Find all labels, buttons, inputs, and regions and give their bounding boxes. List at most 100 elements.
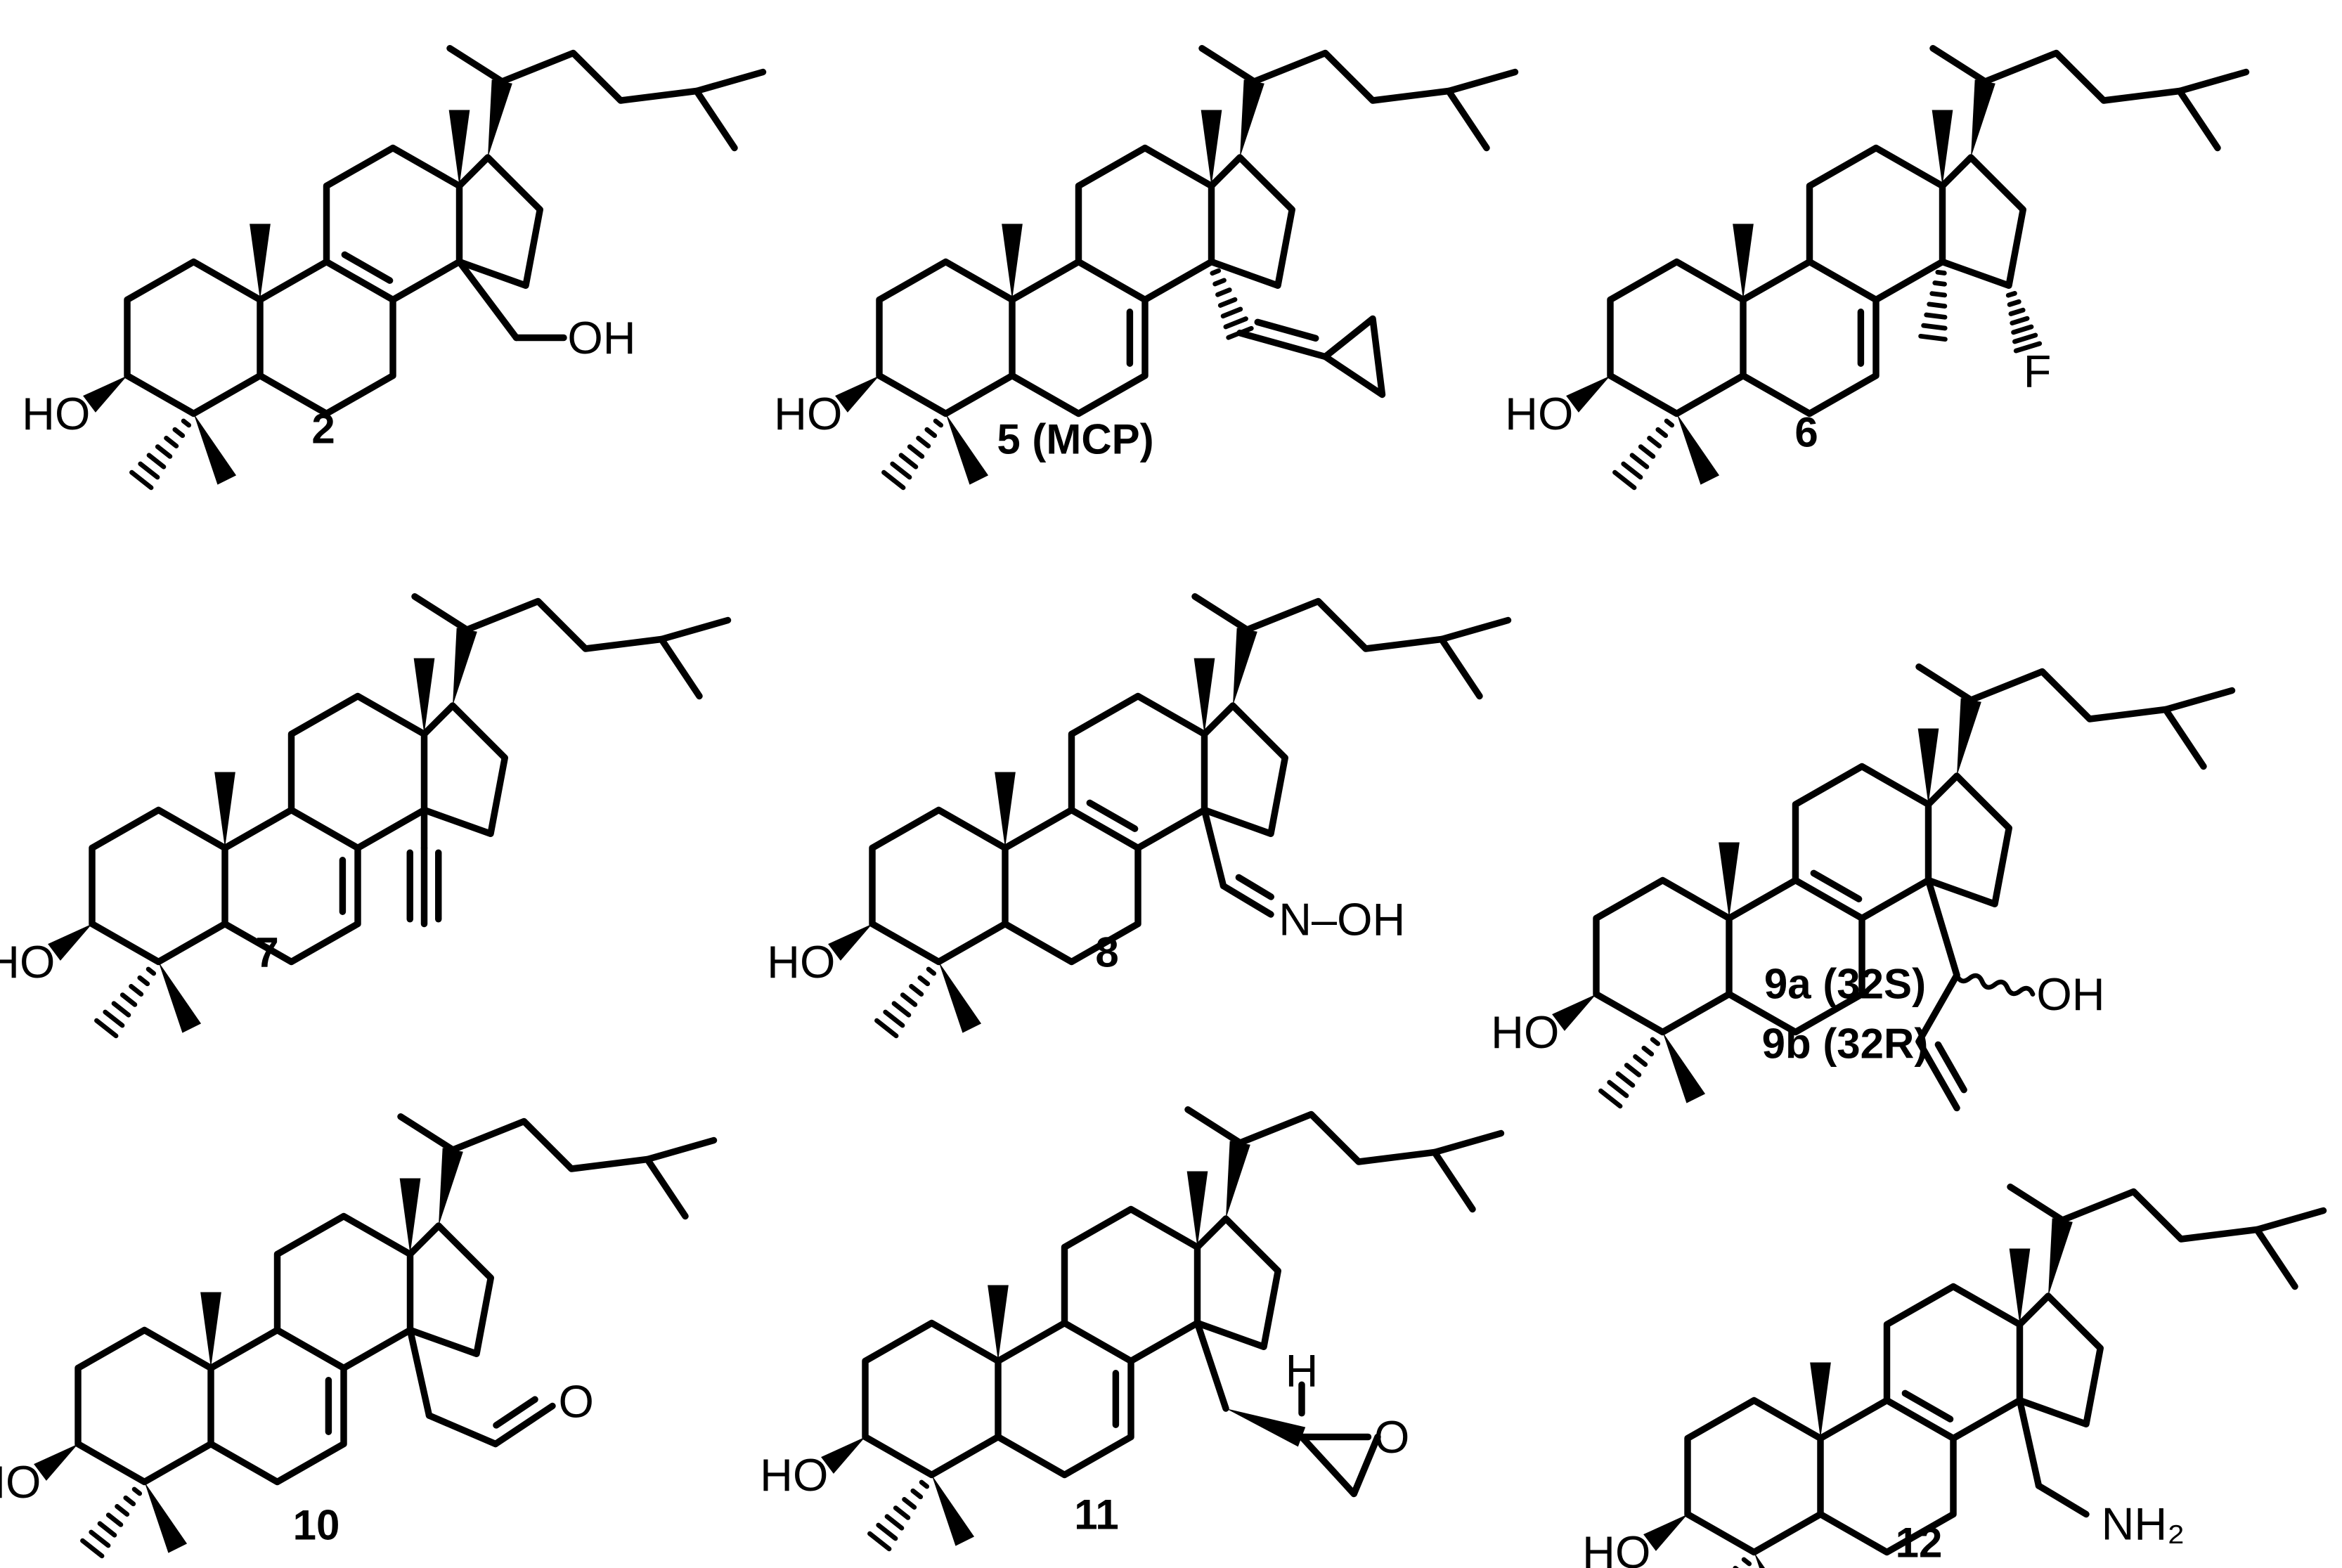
c14-vinyl-hash: [1210, 268, 1254, 340]
c4-alpha-methyl: [1612, 418, 1675, 491]
ring-c: [1792, 763, 1932, 922]
delta-8-9-bond: [1901, 1389, 1954, 1423]
ring-a: [862, 1319, 1002, 1479]
c19-methyl: [1719, 842, 1740, 919]
c19-methyl: [1810, 1362, 1831, 1439]
c19-methyl: [214, 772, 235, 848]
c15-f-hash: [2005, 290, 2043, 354]
ring-d: [1201, 702, 1288, 837]
ring-c: [273, 1212, 414, 1372]
c4-beta-methyl: [945, 413, 989, 485]
c4-alpha-methyl: [1733, 1557, 1752, 1568]
side-chain-terminal: [693, 68, 767, 95]
compound-label-2-c9: 9b (32R): [1762, 1021, 1929, 1068]
c4-beta-methyl: [1662, 1032, 1706, 1103]
ring-a: [1607, 258, 1747, 417]
hydroxyl-3-label: HO: [0, 936, 55, 987]
epoxide-o-label: O: [1374, 1411, 1409, 1463]
c4-beta-methyl: [1754, 1552, 1766, 1568]
hydroxyl-32-label: OH: [567, 312, 635, 363]
vinyl-terminal: [1915, 1038, 1960, 1112]
side-chain: [1915, 663, 2207, 770]
c20-bond: [1240, 79, 1264, 158]
compound-structure-c8: HO N–OH: [767, 593, 1512, 1039]
side-chain-terminal: [644, 1136, 718, 1163]
compound-label-c6: 6: [1794, 409, 1818, 456]
oh-wedge: [83, 375, 127, 413]
oh-wedge: [1552, 994, 1596, 1031]
oh-wedge: [1643, 1514, 1688, 1551]
c19-methyl: [200, 1292, 221, 1368]
c4-beta-methyl: [931, 1475, 975, 1546]
hydroxyl-3-label: HO: [767, 936, 835, 987]
c18-methyl: [1932, 110, 1953, 186]
cho-bond: [492, 1402, 556, 1448]
ring-c: [1075, 144, 1215, 304]
oh-wedge: [835, 375, 879, 413]
c18-methyl: [413, 658, 435, 734]
ring-b: [257, 258, 396, 417]
c20-bond: [1957, 698, 1981, 776]
vinyl-bond: [1915, 971, 1960, 1045]
delta-8-9-bond: [1810, 869, 1863, 902]
oh-wedge: [1566, 375, 1610, 413]
oh-wedge: [828, 924, 872, 961]
hydroxyl-3-label: HO: [1505, 388, 1573, 439]
c14-ch2-bond: [1193, 1319, 1229, 1412]
side-chain: [411, 593, 703, 700]
compound-label-c7: 7: [255, 929, 278, 976]
ring-d: [455, 154, 543, 289]
c20-bond: [1971, 79, 1995, 158]
oh-wedge: [821, 1437, 865, 1474]
ring-b: [207, 1326, 347, 1486]
ring-b: [1009, 258, 1149, 417]
c20-bond: [1226, 1141, 1250, 1219]
c14-methyl-hash: [1918, 269, 1948, 342]
c4-alpha-methyl: [874, 966, 937, 1039]
side-chain-terminal: [1438, 616, 1512, 643]
ring-a: [75, 1326, 214, 1486]
compound-label-c5: 5 (MCP): [997, 416, 1153, 463]
c4-beta-methyl: [193, 413, 237, 485]
ring-b: [1740, 258, 1880, 417]
c4-alpha-methyl: [881, 418, 944, 491]
side-chain: [1929, 45, 2221, 152]
ch-n-bond: [1219, 882, 1274, 918]
side-chain-terminal: [2253, 1207, 2327, 1233]
c4-alpha-methyl: [94, 966, 157, 1039]
ch2-n-bond: [2035, 1482, 2090, 1518]
side-chain-terminal: [658, 616, 732, 643]
epoxide-ring: [1298, 1433, 1381, 1498]
ring-a: [869, 806, 1009, 966]
ring-c: [1806, 144, 1946, 304]
c14-ch-bond: [1201, 806, 1227, 890]
c18-methyl: [448, 110, 470, 186]
ring-c: [1883, 1283, 2024, 1442]
c4-beta-methyl: [144, 1482, 188, 1553]
c32-wavy-bond: [1954, 973, 2036, 997]
c18-methyl: [1917, 728, 1939, 805]
c4-beta-methyl: [158, 961, 202, 1033]
c20-bond: [439, 1148, 463, 1226]
c18-methyl: [1186, 1171, 1208, 1248]
side-chain: [1184, 1106, 1476, 1213]
c20-bond: [1233, 628, 1257, 706]
hydroxyl-3-label: HO: [1491, 1006, 1559, 1058]
c4-beta-methyl: [1676, 413, 1720, 485]
ring-a: [1684, 1397, 1824, 1556]
ring-b: [221, 806, 361, 966]
ring-a: [1593, 876, 1733, 1036]
ring-c: [323, 144, 463, 304]
side-chain-terminal: [2176, 68, 2250, 95]
amine-label: NH₂: [2102, 1498, 2185, 1550]
ring-d: [2016, 1292, 2104, 1427]
oxime-label: N–OH: [1279, 893, 1405, 945]
c19-methyl: [1733, 223, 1754, 300]
oh-wedge: [34, 1444, 78, 1481]
ring-c: [1061, 1205, 1201, 1365]
delta-8-9-bond: [341, 251, 394, 284]
